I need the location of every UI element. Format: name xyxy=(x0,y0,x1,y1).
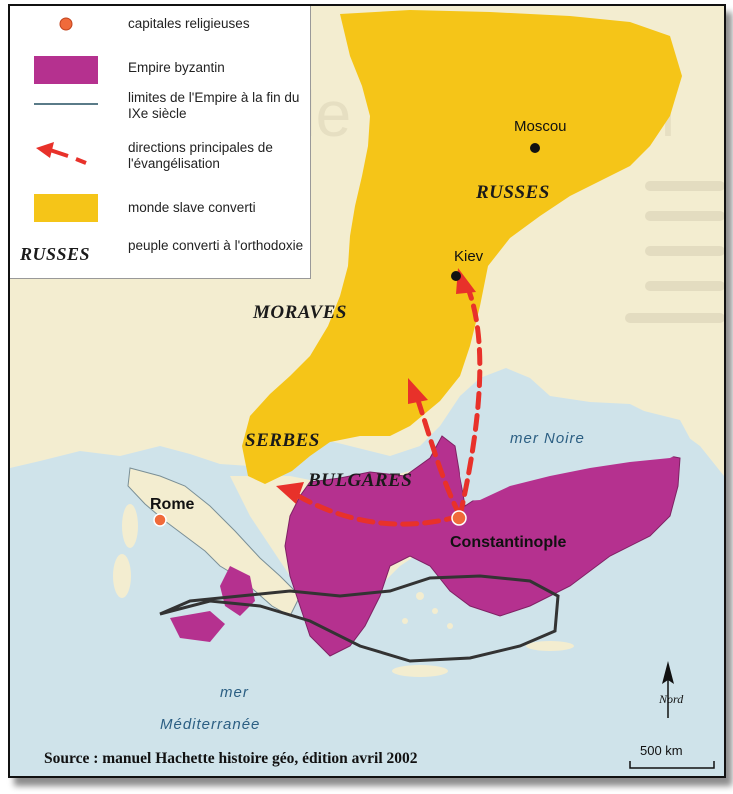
legend-text: peuple converti à l'orthodoxie xyxy=(128,238,304,253)
aegean-islands xyxy=(113,504,574,677)
people-label-serbes: SERBES xyxy=(245,430,320,451)
evangelisation-arrowheads xyxy=(276,268,476,504)
legend-text: directions principales de l'évangélisati… xyxy=(128,140,273,171)
source-caption: Source : manuel Hachette histoire géo, é… xyxy=(44,750,418,767)
scale-label: 500 km xyxy=(640,743,683,758)
north-arrow-icon xyxy=(662,661,674,718)
city-label-constantinople: Constantinople xyxy=(450,534,567,551)
dashed-arrow-icon xyxy=(36,142,87,165)
people-label-bulgares: BULGARES xyxy=(308,470,413,491)
legend-sample-russes: RUSSES xyxy=(20,244,91,264)
empire-border-line xyxy=(159,574,560,663)
legend-text: capitales religieuses xyxy=(128,16,250,31)
city-label-rome: Rome xyxy=(150,496,195,513)
legend-row-peuple: RUSSES peuple converti à l'orthodoxie xyxy=(10,234,310,274)
map-frame: de Constantin xyxy=(8,4,726,778)
people-label-russes: RUSSES xyxy=(476,182,550,203)
background-paragraph xyxy=(625,181,724,323)
legend-row-empire: Empire byzantin xyxy=(10,54,310,94)
legend-row-capitales: capitales religieuses xyxy=(10,12,310,52)
kiev-dot xyxy=(451,271,461,281)
constantinople-dot xyxy=(451,510,467,526)
legend-row-slave: monde slave converti xyxy=(10,192,310,232)
city-label-kiev: Kiev xyxy=(454,248,484,265)
evangelisation-arrows xyxy=(287,278,483,527)
sea-label-med-1: mer xyxy=(220,684,249,701)
byzantine-sicily xyxy=(170,611,225,642)
legend-text: Empire byzantin xyxy=(128,60,225,75)
map-canvas: de Constantin xyxy=(10,6,724,776)
legend-row-directions: directions principales de l'évangélisati… xyxy=(10,140,310,180)
border-line-icon xyxy=(34,103,98,105)
moscou-dot xyxy=(530,143,540,153)
legend-row-limites: limites de l'Empire à la fin du IXe sièc… xyxy=(10,90,310,130)
city-label-moscou: Moscou xyxy=(514,118,567,135)
magenta-swatch-icon xyxy=(34,56,98,84)
map-legend: capitales religieuses Empire byzantin li… xyxy=(10,6,311,279)
slavic-world-area xyxy=(242,10,682,484)
byzantine-empire-area xyxy=(284,435,681,657)
sea-label-med-2: Méditerranée xyxy=(160,716,261,733)
people-label-moraves: MORAVES xyxy=(253,302,347,323)
legend-text: limites de l'Empire à la fin du IXe sièc… xyxy=(128,90,300,121)
red-dot-icon xyxy=(59,17,73,31)
scale-bar xyxy=(629,761,715,769)
legend-text: monde slave converti xyxy=(128,200,256,215)
rome-dot xyxy=(153,513,167,527)
yellow-swatch-icon xyxy=(34,194,98,222)
sea-label-noire: mer Noire xyxy=(510,430,585,447)
north-label: Nord xyxy=(659,692,684,706)
black-sea xyxy=(458,394,694,501)
